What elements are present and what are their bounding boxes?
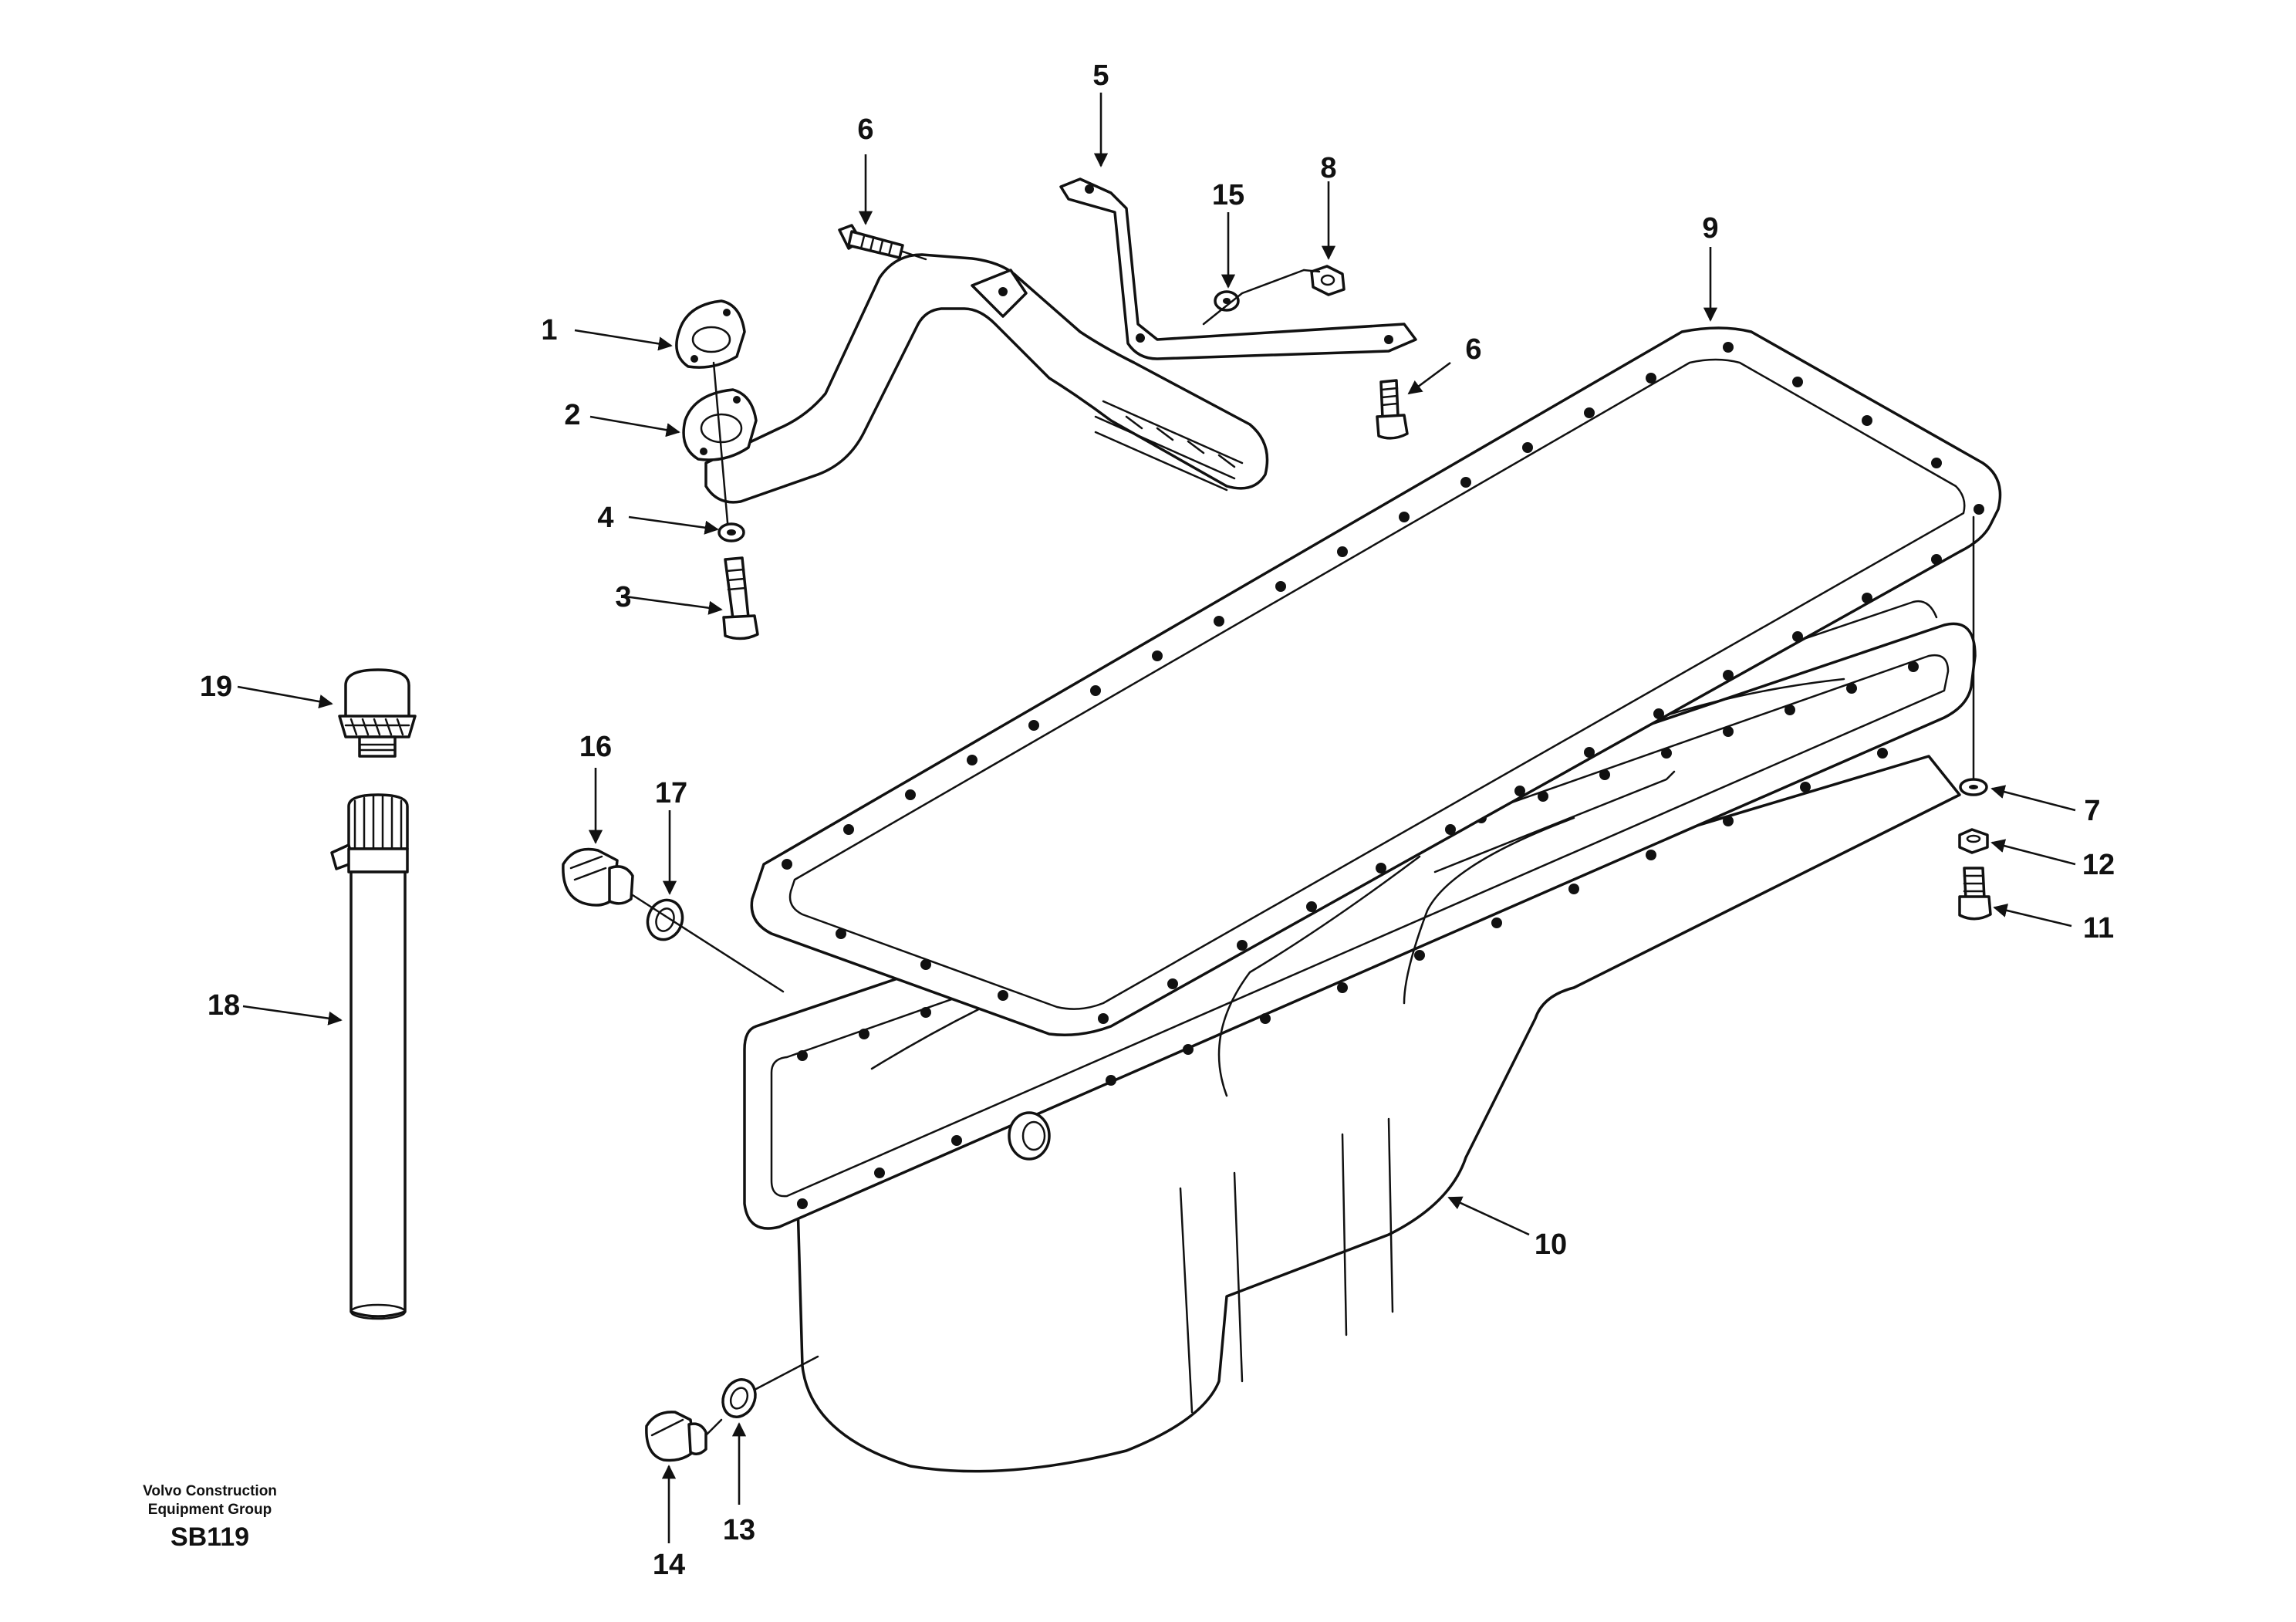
callout-13: 13 — [723, 1514, 755, 1546]
callout-11: 11 — [2083, 912, 2114, 944]
callout-15: 15 — [1212, 179, 1244, 211]
dipstick-cap-19 — [338, 668, 417, 758]
washer-4 — [718, 522, 745, 542]
seal-ring-13 — [721, 1378, 757, 1418]
credit-line-1: Volvo Construction — [143, 1483, 277, 1499]
callout-7: 7 — [2084, 795, 2100, 827]
screw-11 — [1958, 867, 1992, 921]
sump-gasket — [750, 326, 2002, 1036]
callout-6-right: 6 — [1465, 333, 1481, 366]
callout-16: 16 — [579, 731, 612, 763]
callout-8: 8 — [1320, 152, 1336, 184]
washer-15 — [1214, 290, 1240, 312]
callout-5: 5 — [1092, 59, 1109, 92]
callout-10: 10 — [1535, 1228, 1567, 1261]
washer-7 — [1959, 778, 1988, 796]
flange-gasket — [675, 299, 746, 369]
drawing-code: SB119 — [171, 1522, 249, 1552]
callout-12: 12 — [2082, 849, 2115, 881]
callout-9: 9 — [1702, 212, 1718, 245]
leader-lines — [237, 93, 2076, 1543]
pipe-support-bracket — [1059, 177, 1417, 360]
bolt-3 — [722, 556, 759, 640]
callout-18: 18 — [208, 989, 240, 1022]
seal-ring-17 — [646, 898, 684, 941]
callout-6-top: 6 — [857, 113, 873, 146]
bolt-6-right — [1376, 379, 1409, 440]
credit-block: Volvo Construction Equipment Group SB119 — [143, 1483, 277, 1552]
gasket-holes — [782, 342, 1984, 1024]
bolt-6-top — [838, 224, 927, 261]
callout-17: 17 — [655, 777, 687, 809]
plug-16 — [562, 847, 634, 907]
dipstick-tube-18 — [330, 793, 409, 1320]
callout-19: 19 — [200, 671, 232, 703]
drain-plug-14 — [645, 1411, 707, 1462]
callout-3: 3 — [615, 581, 631, 613]
credit-line-2: Equipment Group — [148, 1502, 272, 1518]
callout-1: 1 — [541, 314, 557, 346]
oil-suction-pipe — [675, 253, 1269, 542]
callouts: 1 2 3 4 5 6 6 7 8 9 10 11 12 13 14 15 16… — [200, 59, 2115, 1581]
callout-2: 2 — [564, 399, 580, 431]
spacer-12 — [1958, 828, 1989, 854]
callout-4: 4 — [597, 502, 613, 534]
callout-14: 14 — [653, 1549, 685, 1581]
nut-8 — [1310, 265, 1346, 296]
